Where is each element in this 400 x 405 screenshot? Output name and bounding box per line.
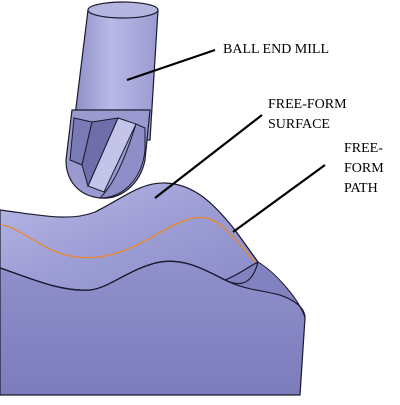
- label-free-form-path-line1: FREE-: [344, 141, 383, 156]
- leader-ball-end-mill: [126, 48, 216, 82]
- surface-ridge-edge: [0, 260, 259, 291]
- label-free-form-surface-line1: FREE-FORM: [268, 97, 347, 112]
- label-free-form-path-line2: FORM: [344, 161, 384, 176]
- leader-free-form-path: [232, 164, 326, 233]
- label-free-form-surface-line2: SURFACE: [268, 117, 330, 132]
- ball-end-mill-top-face: [87, 1, 159, 19]
- workpiece-right-face: [223, 229, 306, 319]
- free-form-path-curve: [1, 216, 256, 263]
- label-free-form-path-line3: PATH: [344, 181, 378, 196]
- label-ball-end-mill: BALL END MILL: [223, 42, 329, 57]
- ball-end-mill-flute-groove: [81, 117, 119, 188]
- ball-end-mill-ball-tip: [98, 123, 146, 199]
- leader-free-form-surface: [154, 114, 263, 199]
